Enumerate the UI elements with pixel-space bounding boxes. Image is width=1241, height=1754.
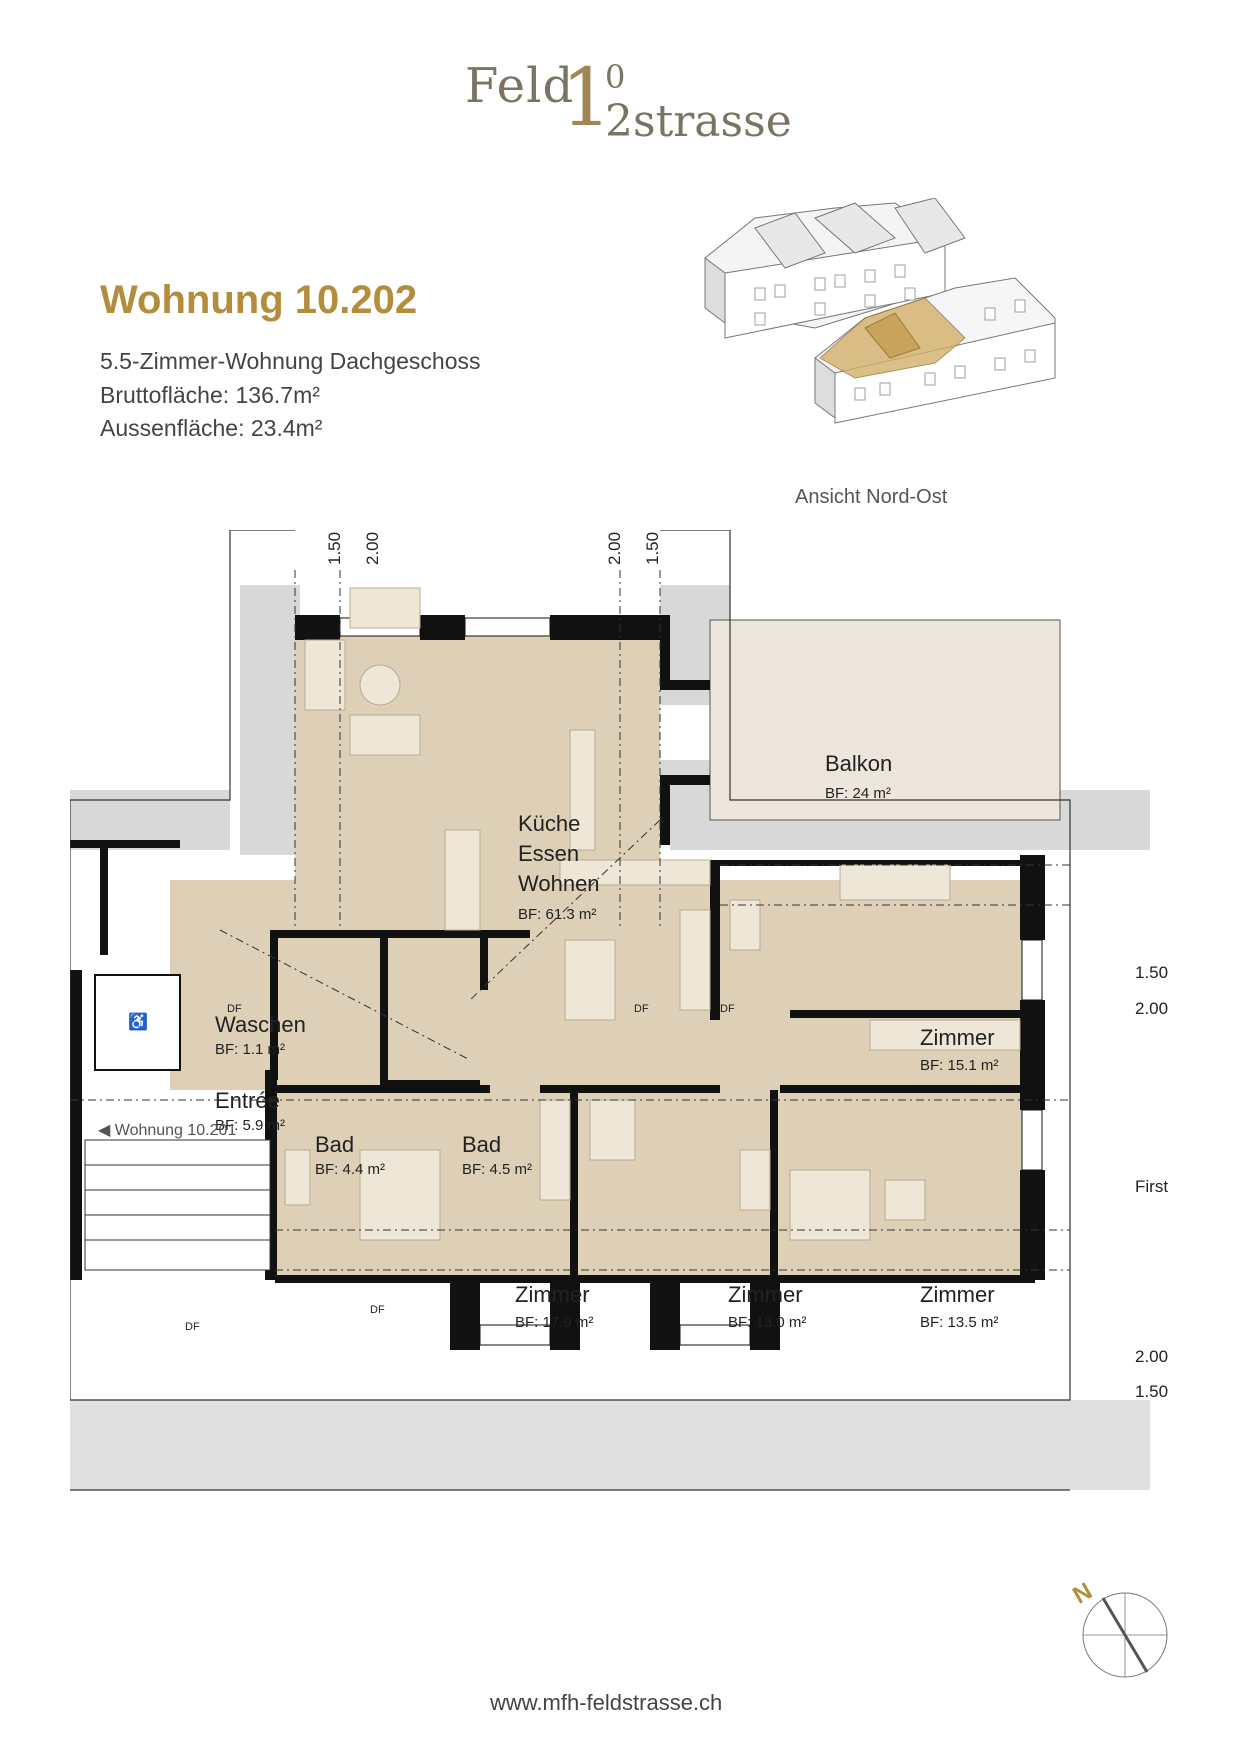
room-balkon-area: BF: 24 m² — [825, 785, 891, 802]
dim-right-first: First — [1135, 1177, 1168, 1196]
room-zimmer3-name: Zimmer — [728, 1282, 803, 1307]
df-marker: DF — [227, 1003, 242, 1015]
website-url[interactable]: www.mfh-feldstrasse.ch — [490, 1690, 723, 1715]
gross-area: Bruttofläche: 136.7m² — [100, 382, 320, 408]
lift-icon: ♿ — [128, 1012, 148, 1031]
room-waschen-name: Waschen — [215, 1012, 306, 1037]
floor-plan: 1.50 2.00 2.00 1.50 1.50 2.00 First 2.00… — [70, 530, 1168, 1491]
dim-right-1: 1.50 — [1135, 963, 1168, 982]
room-kitchen-line3: Wohnen — [518, 871, 600, 896]
logo: Feld 1 0 2 strasse — [465, 58, 795, 148]
df-marker: DF — [185, 1321, 200, 1333]
room-zimmer2-area: BF: 17.9 m² — [515, 1314, 593, 1331]
room-bad1-name: Bad — [315, 1132, 354, 1157]
logo-digit-two: 2 — [605, 96, 633, 147]
room-entree-name: Entrée — [215, 1088, 280, 1113]
df-marker: DF — [370, 1304, 385, 1316]
dim-right-3: 2.00 — [1135, 1347, 1168, 1366]
room-labels: Balkon BF: 24 m² Küche Essen Wohnen BF: … — [215, 751, 998, 1331]
building-view-caption: Ansicht Nord-Ost — [795, 486, 948, 508]
room-waschen-area: BF: 1.1 m² — [215, 1041, 285, 1058]
stairwell — [84, 1139, 271, 1271]
roof-zones — [70, 585, 1150, 1490]
roof-outline — [70, 530, 1071, 1491]
dim-right-2: 2.00 — [1135, 999, 1168, 1018]
building-view-illustration — [704, 198, 1056, 424]
roof-axis-lines — [70, 570, 1070, 1271]
room-kitchen-line1: Küche — [518, 811, 580, 836]
dim-top-2: 2.00 — [363, 532, 382, 565]
dim-top-3: 2.00 — [605, 532, 624, 565]
dim-right-4: 1.50 — [1135, 1382, 1168, 1401]
room-bad2-area: BF: 4.5 m² — [462, 1161, 532, 1178]
room-zimmer4-area: BF: 13.5 m² — [920, 1314, 998, 1331]
unit-type: 5.5-Zimmer-Wohnung Dachgeschoss — [100, 348, 481, 374]
dim-top-1: 1.50 — [325, 532, 344, 565]
logo-word-strasse: strasse — [633, 96, 792, 147]
room-bad2-name: Bad — [462, 1132, 501, 1157]
logo-word-feld: Feld — [465, 58, 575, 114]
room-kitchen-line2: Essen — [518, 841, 579, 866]
room-zimmer2-name: Zimmer — [515, 1282, 590, 1307]
room-zimmer3-area: BF: 13.0 m² — [728, 1314, 806, 1331]
balcony-area — [709, 619, 1061, 821]
dim-top-4: 1.50 — [643, 532, 662, 565]
df-marker: DF — [634, 1003, 649, 1015]
room-kitchen-area: BF: 61.3 m² — [518, 906, 596, 923]
room-balkon-name: Balkon — [825, 751, 892, 776]
df-marker: DF — [720, 1003, 735, 1015]
room-zimmer1-name: Zimmer — [920, 1025, 995, 1050]
logo-digit-zero: 0 — [605, 58, 626, 96]
unit-title: Wohnung 10.202 — [100, 278, 418, 322]
df-markers: DF DF DF DF DF — [185, 1003, 735, 1333]
neighbor-unit-label: ◀ Wohnung 10.201 — [98, 1122, 236, 1139]
room-bad1-area: BF: 4.4 m² — [315, 1161, 385, 1178]
outdoor-area: Aussenfläche: 23.4m² — [100, 415, 323, 441]
furniture — [284, 587, 1021, 1241]
room-entree-area: BF: 5.9 m² — [215, 1117, 285, 1134]
room-zimmer4-name: Zimmer — [920, 1282, 995, 1307]
lift — [94, 974, 181, 1071]
compass-north-label: N — [1068, 1577, 1097, 1609]
logo-digit-one: 1 — [561, 51, 612, 144]
room-zimmer1-area: BF: 15.1 m² — [920, 1057, 998, 1074]
compass-icon: N — [1068, 1577, 1168, 1678]
